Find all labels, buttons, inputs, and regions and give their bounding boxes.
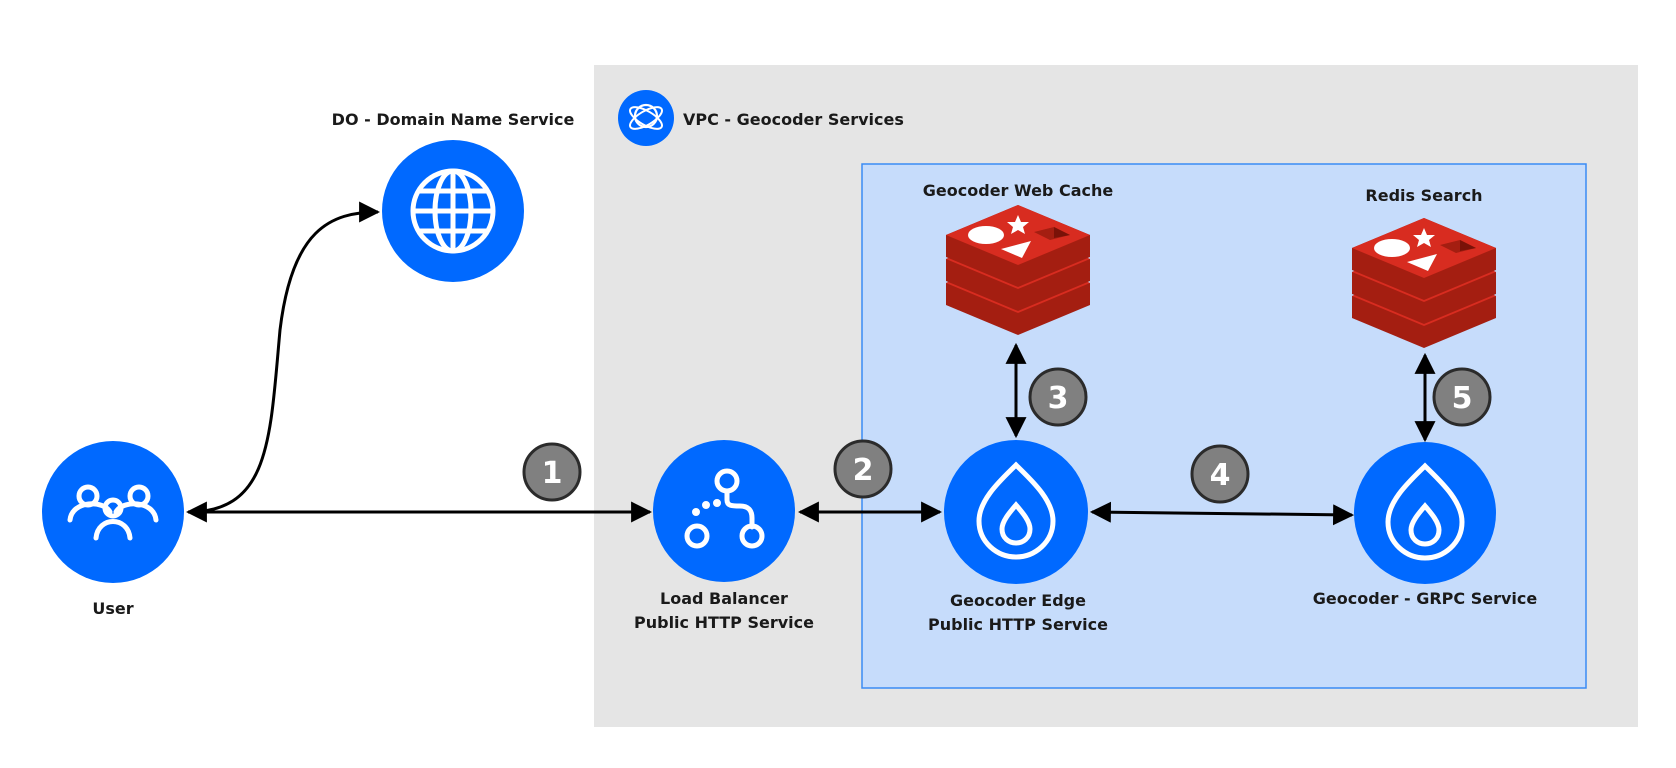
step-badge-1: 1	[522, 442, 582, 502]
load-balancer-label-line1: Load Balancer	[660, 589, 788, 608]
svg-text:1: 1	[542, 456, 563, 491]
step-badge-5: 5	[1432, 367, 1492, 427]
dns-node[interactable]	[382, 140, 524, 282]
svg-text:3: 3	[1048, 381, 1069, 416]
geocoder-edge-node[interactable]	[944, 440, 1088, 584]
geocoder-edge-label-line2: Public HTTP Service	[928, 615, 1108, 634]
step-badge-3: 3	[1028, 367, 1088, 427]
redis-search-label: Redis Search	[1365, 186, 1482, 205]
geocoder-grpc-label: Geocoder - GRPC Service	[1313, 589, 1538, 608]
step-badge-2: 2	[833, 439, 893, 499]
svg-text:2: 2	[853, 453, 874, 488]
load-balancer-node[interactable]	[653, 440, 795, 582]
dns-label: DO - Domain Name Service	[332, 110, 575, 129]
geocoder-edge-label-line1: Geocoder Edge	[950, 591, 1086, 610]
user-label: User	[92, 599, 133, 618]
vpc-label: VPC - Geocoder Services	[683, 110, 904, 129]
step-badge-4: 4	[1190, 444, 1250, 504]
user-dns-connector	[185, 201, 381, 523]
svg-text:4: 4	[1210, 458, 1231, 493]
web-cache-label: Geocoder Web Cache	[923, 181, 1114, 200]
vpc-orbit-icon	[618, 90, 674, 146]
user-node[interactable]	[42, 441, 184, 583]
globe-icon	[410, 168, 496, 254]
load-balancer-label-line2: Public HTTP Service	[634, 613, 814, 632]
users-icon	[67, 484, 159, 541]
svg-text:5: 5	[1452, 381, 1473, 416]
load-balancer-icon	[684, 468, 765, 549]
geocoder-grpc-node[interactable]	[1354, 442, 1496, 584]
connector-step-4	[1089, 501, 1355, 526]
